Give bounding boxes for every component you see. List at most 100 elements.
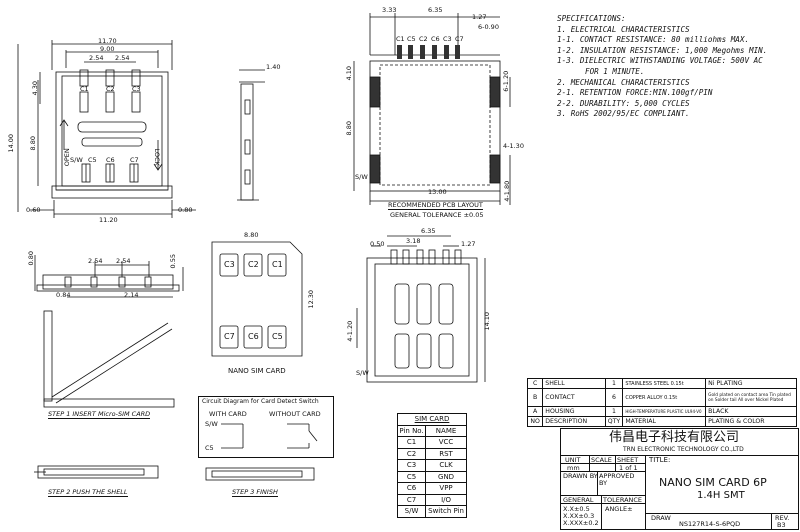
bottom-view-drawing [356, 235, 486, 383]
scale-label: SCALE [591, 456, 612, 464]
circuit-c5: C5 [205, 444, 214, 452]
step-2-caption: STEP 2 PUSH THE SHELL [48, 488, 128, 497]
grid-line [561, 495, 645, 496]
sim-table-title: SIM CARD [397, 413, 467, 426]
pcb-sw-label: S/W [355, 173, 368, 181]
dim-8-80: 8.80 [28, 136, 37, 151]
tol-2: X.XX±0.3 [563, 512, 595, 520]
dim-0-80: 0.80 [178, 206, 193, 214]
name-cell: CLK [425, 459, 467, 472]
title-label: TITLE: [649, 456, 671, 464]
draw-divider [645, 513, 798, 514]
spec-title: SPECIFICATIONS: [557, 14, 626, 23]
pcb-c3: C3 [443, 35, 452, 43]
step-1-drawing [43, 310, 175, 408]
front-view-drawing [34, 255, 184, 298]
grid-line [561, 503, 645, 504]
table-row: NO DESCRIPTION QTY MATERIAL PLATING & CO… [526, 416, 797, 427]
circuit-without-card: WITHOUT CARD [269, 410, 321, 418]
pin-cell: C2 [396, 447, 427, 460]
name-cell: VCC [425, 436, 467, 449]
circuit-switch-drawing [221, 423, 318, 449]
side-view-drawing [237, 69, 265, 201]
company-en: TRN ELECTRONIC TECHNOLOGY CO.,LTD [623, 446, 744, 453]
pcb-c6: C6 [431, 35, 440, 43]
unit-label: UNIT [565, 456, 581, 464]
bom-no: A [526, 406, 544, 417]
bottom-dim-4-1-20: 4-1.20 [346, 320, 355, 342]
title-grid-left [561, 455, 646, 529]
dim-14-00: 14.00 [7, 133, 16, 153]
bom-qty: QTY [604, 416, 624, 427]
draw-label: DRAW [651, 514, 671, 522]
grid-line [561, 471, 645, 472]
grid-line [561, 463, 645, 464]
bom-material: COPPER ALLOY 0.15t [622, 388, 707, 407]
dim-0-60: 0.60 [26, 206, 41, 214]
name-cell: Switch Pin [425, 505, 467, 518]
pcb-layout-drawing [353, 13, 511, 205]
table-row: A HOUSING 1 HIGH-TEMPERATURE PLASTIC UL9… [526, 406, 797, 417]
bom-table: C SHELL 1 STAINLESS STEEL 0.15t Ni PLATI… [526, 378, 797, 427]
title-divider [561, 455, 798, 456]
grid-vline [601, 495, 602, 529]
bottom-dim-14-10: 14.10 [483, 311, 492, 331]
name-cell: GND [425, 470, 467, 483]
bottom-dim-1-27: 1.27 [461, 240, 476, 248]
circuit-diagram-box: Circuit Diagram for Card Detect Switch W… [198, 396, 334, 458]
top-c5: C5 [88, 156, 97, 164]
grid-vline [589, 455, 590, 471]
bom-plating: BLACK [705, 406, 797, 417]
spec-line-1: 1. ELECTRICAL CHARACTERISTICS [557, 24, 690, 34]
pcb-dim-13-00: 13.00 [428, 188, 447, 196]
front-dim-2-54-a: 2.54 [88, 257, 103, 265]
spec-line-6: 2. MECHANICAL CHARACTERISTICS [557, 77, 690, 87]
pin-cell: C1 [396, 436, 427, 449]
bom-plating: Ni PLATING [705, 378, 797, 389]
company-cn: 伟昌电子科技有限公司 [609, 430, 740, 445]
bottom-dim-6-35: 6.35 [421, 227, 436, 235]
nano-c2: C2 [248, 260, 259, 269]
top-c7: C7 [130, 156, 139, 164]
pcb-dim-4-1-30: 4-1.30 [503, 142, 524, 150]
grid-vline [615, 455, 616, 471]
nano-c5: C5 [272, 332, 283, 341]
front-dim-0-84: 0.84 [56, 291, 71, 299]
spec-line-3: 1-2. INSULATION RESISTANCE: 1,000 Megohm… [557, 45, 768, 55]
bottom-dim-3-18: 3.18 [406, 237, 421, 245]
nano-sim-height: 12.30 [307, 289, 316, 309]
bom-desc: HOUSING [542, 406, 606, 417]
rev-label: REV. [775, 514, 790, 522]
top-c2: C2 [106, 85, 115, 93]
top-c1: C1 [80, 85, 89, 93]
unit-value: mm [567, 464, 580, 472]
title-line-1: NANO SIM CARD 6P [659, 476, 767, 489]
rev-value: B3 [777, 521, 786, 529]
bom-qty: 6 [604, 388, 624, 407]
pcb-dim-6-1-20: 6-1.20 [502, 70, 511, 92]
pcb-c1: C1 [396, 35, 405, 43]
dim-9-00: 9.00 [100, 45, 115, 53]
top-sw-label: S/W [70, 156, 83, 164]
step-3-caption: STEP 3 FINISH [232, 488, 278, 497]
sheet-label: SHEET [617, 456, 639, 464]
spec-line-9: 3. RoHS 2002/95/EC COMPLIANT. [557, 109, 690, 119]
spec-line-4: 1-3. DIELECTRIC WITHSTANDING VOLTAGE: 50… [557, 56, 763, 66]
top-view-drawing [17, 40, 196, 218]
bom-material: STAINLESS STEEL 0.15t [622, 378, 707, 389]
grid-vline [597, 471, 598, 495]
bom-no: B [526, 388, 544, 407]
spec-line-5: FOR 1 MINUTE. [585, 66, 645, 76]
bom-qty: 1 [604, 378, 624, 389]
nano-c6: C6 [248, 332, 259, 341]
pin-cell: C6 [396, 482, 427, 495]
pcb-c2: C2 [419, 35, 428, 43]
bom-material: HIGH-TEMPERATURE PLASTIC UL94-V0 [622, 406, 707, 417]
nano-c3: C3 [224, 260, 235, 269]
title-block: 伟昌电子科技有限公司 TRN ELECTRONIC TECHNOLOGY CO.… [560, 428, 799, 530]
bottom-dim-0-50: 0.50 [370, 240, 385, 248]
